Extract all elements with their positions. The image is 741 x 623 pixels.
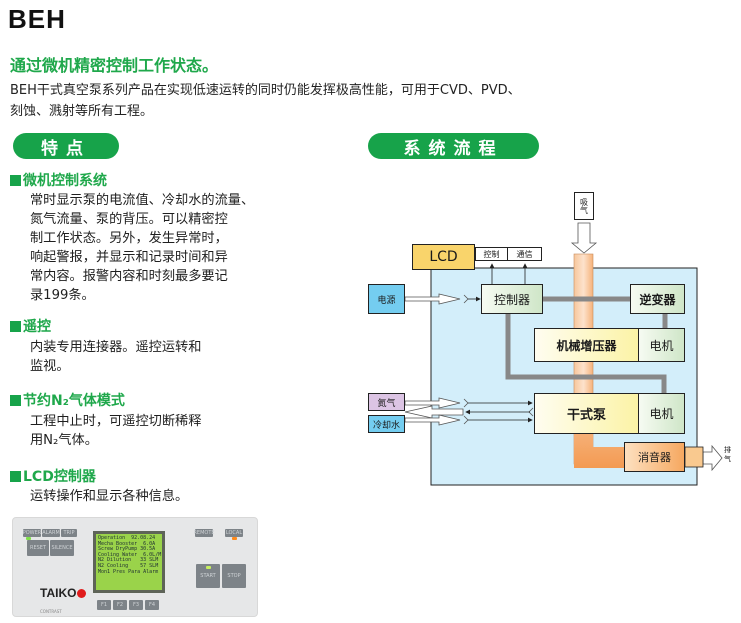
feature-line: 录199条。 [30,288,95,303]
lcd-screen-line: Operation 92.08.24 [98,535,156,541]
nitrogen-box: 氮气 [368,393,405,411]
lcd-screen-line: Mecha Booster 6.0A [98,540,156,547]
f4-button[interactable]: F4 [145,600,159,610]
feature-heading-remote: 遥控 [10,316,51,336]
taiko-logo: TAIKO [40,586,87,600]
feature-body-n2-save: 工程中止时，可遥控切断稀释 用N₂气体。 [30,412,201,450]
feature-line: 运转操作和显示各种信息。 [30,489,189,504]
lcd-screen-line: N2 Cooling 57 SLM [98,562,159,569]
booster-motor-box: 电机 [638,328,685,362]
feature-line: 工程中止时，可遥控切断稀释 [30,414,202,429]
lcd-controller-panel-image: POWER ALARM TRIP RESET SILENCE TAIKO CON… [12,517,258,617]
intro-line: BEH干式真空泵系列产品在实现低速运转的同时仍能发挥极高性能，可用于CVD、PV… [10,83,521,98]
feature-heading-text: 遥控 [23,319,51,335]
f2-button[interactable]: F2 [113,600,127,610]
feature-line: 氮气流量、泵的背压。可以精密控 [30,212,228,227]
control-label-box: 控制 [475,247,508,261]
power-led-icon [26,537,31,540]
comm-label-box: 通信 [508,247,542,261]
feature-heading-text: LCD控制器 [23,469,96,485]
gas-path-exhaust [574,430,625,468]
lcd-screen-line: Mon1 Pres Para Alarm [98,568,159,575]
f1-button[interactable]: F1 [97,600,111,610]
start-led-icon [206,566,211,569]
reset-button[interactable]: RESET [27,540,49,556]
system-flow-badge: 系统流程 [368,133,539,159]
power-arrow [404,293,461,305]
controller-box: 控制器 [481,284,543,314]
intake-label-box: 吸气 [574,192,594,220]
features-badge: 特点 [13,133,119,159]
dry-pump-box: 干式泵 [534,393,639,434]
bullet-square-icon [10,320,21,332]
feature-heading-text: 节约N₂气体模式 [23,393,125,409]
feature-line: 常时显示泵的电流值、冷却水的流量、 [30,193,255,208]
feature-heading-microcomputer: 微机控制系统 [10,170,107,190]
feature-line: 响起警报，并显示和记录时间和异 [30,250,228,265]
logo-dot-icon [77,589,87,598]
feature-heading-text: 微机控制系统 [23,173,107,189]
feature-body-lcd: 运转操作和显示各种信息。 [30,487,188,506]
trip-indicator: TRIP [61,529,77,537]
nitrogen-arrow [404,397,461,409]
local-led-icon [232,537,237,540]
feature-line: 监视。 [30,359,70,374]
feature-line: 用N₂气体。 [30,433,98,448]
ce-mark: CONTRAST [40,609,62,614]
lcd-box: LCD [412,244,475,270]
page-title: BEH [8,4,66,34]
intro-text: BEH干式真空泵系列产品在实现低速运转的同时仍能发挥极高性能，可用于CVD、PV… [10,80,650,122]
power-source-box: 电源 [368,284,405,314]
mechanical-booster-box: 机械增压器 [534,328,639,362]
feature-heading-lcd: LCD控制器 [10,466,96,486]
exhaust-arrow-icon [702,444,723,472]
page-subtitle: 通过微机精密控制工作状态。 [10,56,219,75]
feature-heading-n2-save: 节约N₂气体模式 [10,390,125,410]
bullet-square-icon [10,394,21,406]
remote-button[interactable]: REMOTE [193,529,215,537]
silence-button[interactable]: SILENCE [50,540,74,556]
exhaust-label: 排气 [724,446,731,463]
lcd-screen-line: Screw DryPump 30.5A [98,546,156,553]
silencer-outlet [684,446,704,468]
logo-text: TAIKO [40,586,77,600]
local-button[interactable]: LOCAL [225,529,243,537]
intro-line: 刻蚀、溅射等所有工程。 [10,104,154,119]
feature-line: 内装专用连接器。遥控运转和 [30,340,202,355]
feature-body-remote: 内装专用连接器。遥控运转和 监视。 [30,338,201,376]
bullet-square-icon [10,470,21,482]
cooling-supply-arrow [404,414,461,426]
alarm-indicator: ALARM [42,529,60,537]
feature-line: 制工作状态。另外，发生异常时， [30,231,228,246]
bullet-square-icon [10,174,21,186]
inverter-box: 逆变器 [630,284,685,314]
lcd-screen-line: N2 Dilution 33 SLM [98,557,159,564]
cooling-return-arrow [404,405,464,419]
system-flow-diagram: LCD 控制 通信 吸气 电源 控制器 逆变器 机械增压器 电机 氮气 冷却水 … [360,180,741,490]
silencer-box: 消音器 [624,442,685,472]
cooling-water-box: 冷却水 [368,415,405,433]
feature-body-microcomputer: 常时显示泵的电流值、冷却水的流量、 氮气流量、泵的背压。可以精密控 制工作状态。… [30,191,254,305]
connector-controller-drypump [505,313,667,393]
intake-arrow-icon [570,222,598,254]
power-indicator: POWER [22,529,42,537]
dry-pump-motor-box: 电机 [638,393,685,434]
lcd-screen-line: Cooling Water 6.0L/M [98,551,162,558]
feature-line: 常内容。报警内容和时刻最多要记 [30,269,228,284]
f3-button[interactable]: F3 [129,600,143,610]
stop-button[interactable]: STOP [222,564,246,588]
